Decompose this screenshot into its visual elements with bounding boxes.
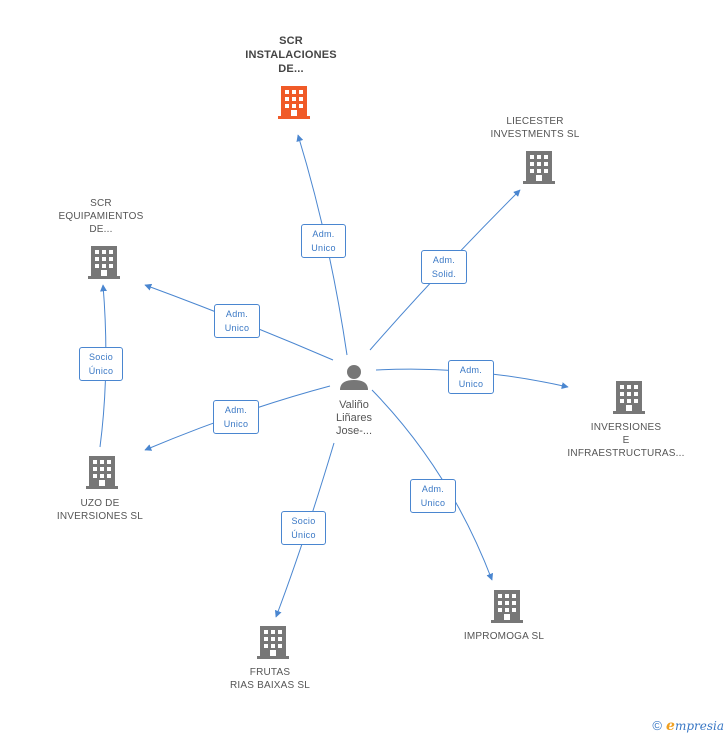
label-line: INVERSIONES SL bbox=[56, 511, 144, 522]
edge-to-impromoga bbox=[371, 389, 494, 581]
brand-rest: mpresia bbox=[674, 719, 724, 733]
edge-label-line: Adm. bbox=[432, 255, 456, 265]
label-line: INVERSIONES bbox=[590, 422, 662, 433]
company-label-liecester[interactable]: LIECESTER INVESTMENTS SL bbox=[470, 115, 600, 141]
label-line: DE... bbox=[89, 224, 113, 235]
person-icon bbox=[340, 365, 368, 390]
edge-label-line: Solid. bbox=[431, 269, 457, 279]
label-line: EQUIPAMIENTOS bbox=[58, 211, 144, 222]
label-line: SCR bbox=[90, 198, 112, 209]
edge-label-to-scr-equipamientos[interactable]: Adm. Unico bbox=[214, 304, 260, 338]
brand-first-letter: e bbox=[666, 718, 675, 734]
edge-label-line: Unico bbox=[420, 498, 446, 508]
edge-label-line: Adm. bbox=[312, 229, 335, 239]
edge-label-line: Unico bbox=[224, 323, 250, 333]
label-line: UZO DE bbox=[80, 498, 120, 509]
edge-label-line: Socio bbox=[291, 516, 316, 526]
edge-label-line: Adm. bbox=[224, 405, 248, 415]
edge-label-line: Adm. bbox=[225, 309, 249, 319]
label-line: INSTALACIONES bbox=[245, 49, 337, 61]
label-line: IMPROMOGA SL bbox=[463, 631, 545, 642]
building-icon bbox=[613, 381, 645, 414]
label-line: INFRAESTRUCTURAS... bbox=[567, 448, 685, 459]
company-label-uzo[interactable]: UZO DE INVERSIONES SL bbox=[40, 497, 160, 523]
edge-label-to-liecester[interactable]: Adm. Solid. bbox=[421, 250, 467, 284]
label-line: Jose-... bbox=[335, 425, 373, 437]
building-icon bbox=[523, 151, 555, 184]
label-line: FRUTAS bbox=[249, 667, 291, 678]
building-icon bbox=[278, 86, 310, 119]
copyright-icon: © bbox=[652, 718, 663, 733]
edge-label-uzo-to-scr-equipamientos[interactable]: Socio Único bbox=[79, 347, 123, 381]
edge-label-to-uzo[interactable]: Adm. Unico bbox=[213, 400, 259, 434]
edge-label-to-frutas[interactable]: Socio Único bbox=[281, 511, 326, 545]
label-line: DE... bbox=[278, 63, 304, 75]
label-line: Liñares bbox=[335, 412, 373, 424]
building-icon bbox=[88, 246, 120, 279]
footer-brand[interactable]: ©empresia bbox=[652, 718, 724, 734]
edge-label-line: Unico bbox=[458, 379, 484, 389]
company-label-frutas[interactable]: FRUTAS RIAS BAIXAS SL bbox=[210, 666, 330, 692]
edge-label-to-inversiones-infra[interactable]: Adm. Unico bbox=[448, 360, 494, 394]
label-line: INVESTMENTS SL bbox=[490, 129, 580, 140]
company-label-scr-equipamientos[interactable]: SCR EQUIPAMIENTOS DE... bbox=[46, 197, 156, 236]
building-icon bbox=[86, 456, 118, 489]
edge-label-to-scr-instalaciones[interactable]: Adm. Unico bbox=[301, 224, 346, 258]
edge-label-line: Único bbox=[291, 530, 316, 540]
edge-label-line: Unico bbox=[311, 243, 336, 253]
label-line: LIECESTER bbox=[506, 116, 564, 127]
edge-label-line: Único bbox=[88, 366, 114, 376]
label-line: RIAS BAIXAS SL bbox=[229, 680, 311, 691]
company-label-impromoga[interactable]: IMPROMOGA SL bbox=[446, 630, 562, 643]
brand-logo: empresia bbox=[666, 718, 724, 734]
edge-label-line: Adm. bbox=[459, 365, 483, 375]
edge-label-line: Unico bbox=[223, 419, 249, 429]
label-line: E bbox=[622, 435, 630, 446]
label-line: Valiño bbox=[339, 399, 369, 411]
building-icon bbox=[491, 590, 523, 623]
edge-label-to-impromoga[interactable]: Adm. Unico bbox=[410, 479, 456, 513]
person-label[interactable]: Valiño Liñares Jose-... bbox=[314, 399, 394, 438]
company-label-scr-instalaciones[interactable]: SCR INSTALACIONES DE... bbox=[232, 34, 350, 76]
company-label-inversiones-infra[interactable]: INVERSIONES E INFRAESTRUCTURAS... bbox=[556, 421, 696, 460]
label-line: SCR bbox=[279, 35, 303, 47]
edge-label-line: Adm. bbox=[421, 484, 445, 494]
building-icon bbox=[257, 626, 289, 659]
edge-label-line: Socio bbox=[88, 352, 113, 362]
edges bbox=[99, 134, 569, 618]
